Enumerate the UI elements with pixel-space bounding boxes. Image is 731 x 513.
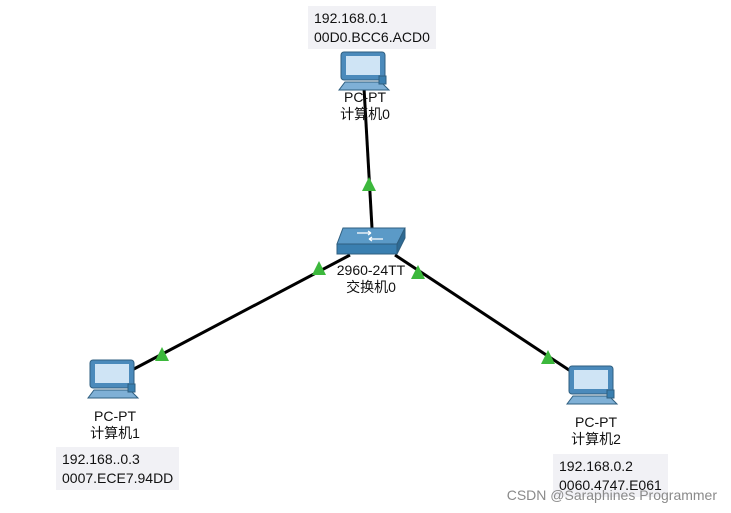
pc0-model: PC-PT [344, 89, 386, 105]
pc2-ip: 192.168.0.2 [559, 458, 633, 474]
cable-switch-pc0[interactable] [362, 87, 374, 229]
link-up-indicator [155, 347, 169, 361]
watermark: CSDN @Saraphines Programmer [506, 487, 717, 503]
pc-icon[interactable] [87, 359, 140, 399]
pc0-ip: 192.168.0.1 [314, 10, 388, 26]
pc-icon[interactable] [338, 51, 391, 91]
link-up-indicator [312, 261, 326, 275]
switch0-model: 2960-24TT [336, 262, 406, 278]
link-up-indicator [411, 265, 425, 279]
switch0-label: 2960-24TT 交换机0 [325, 262, 417, 296]
pc0-name: 计算机0 [340, 106, 390, 122]
pc-icon[interactable] [566, 365, 619, 405]
pc1-name: 计算机1 [90, 425, 140, 441]
cable-switch-pc2[interactable] [394, 253, 573, 374]
switch-icon[interactable] [336, 227, 406, 255]
pc2-mac: 0060.4747.E061 [559, 477, 662, 493]
pc2-model: PC-PT [575, 414, 617, 430]
pc1-model: PC-PT [94, 408, 136, 424]
pc0-mac: 00D0.BCC6.ACD0 [314, 29, 430, 45]
pc1-ip: 192.168..0.3 [62, 451, 140, 467]
link-up-indicator [541, 350, 555, 364]
pc0-label: PC-PT 计算机0 [325, 89, 405, 123]
switch0-name: 交换机0 [346, 279, 396, 295]
pc0-address-box: 192.168.0.1 00D0.BCC6.ACD0 [308, 6, 436, 49]
pc2-label: PC-PT 计算机2 [556, 414, 636, 448]
pc2-name: 计算机2 [571, 431, 621, 447]
pc1-mac: 0007.ECE7.94DD [62, 470, 174, 486]
pc2-address-box: 192.168.0.2 0060.4747.E061 [553, 454, 668, 497]
pc1-label: PC-PT 计算机1 [75, 408, 155, 442]
pc1-address-box: 192.168..0.3 0007.ECE7.94DD [56, 447, 180, 490]
link-up-indicator [362, 177, 376, 191]
